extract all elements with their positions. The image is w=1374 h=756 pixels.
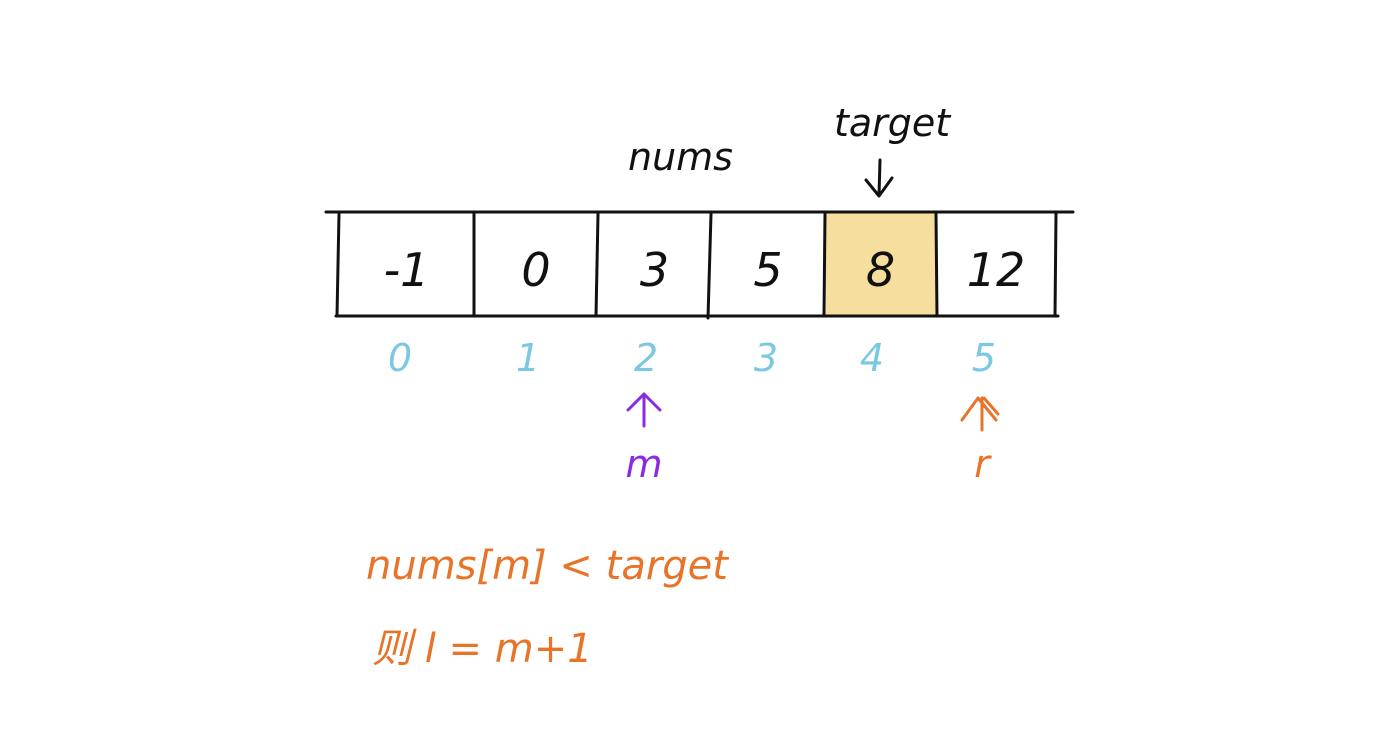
index-label: 3 [753, 336, 779, 380]
cell-value: 12 [966, 243, 1026, 297]
array-divider-3 [706, 212, 713, 320]
m-pointer-label: m [625, 442, 663, 486]
index-label: 0 [387, 336, 413, 380]
array-divider-4 [822, 212, 827, 318]
target-arrow [864, 158, 894, 198]
highlight-cell-bg [826, 213, 936, 315]
r-pointer-label: r [974, 442, 990, 486]
array-divider-0 [335, 212, 341, 318]
cell-value: 3 [639, 243, 670, 297]
cell-value-target: 8 [865, 243, 896, 297]
r-pointer-arrow [960, 396, 1000, 432]
cell-value: 0 [521, 243, 551, 297]
target-label: target [834, 101, 951, 145]
array-title: nums [628, 135, 733, 179]
condition-note: nums[m] < target [366, 543, 728, 589]
array-divider-6 [1053, 212, 1058, 318]
m-pointer-arrow [626, 392, 662, 428]
array-divider-2 [594, 212, 600, 318]
cell-value: 5 [753, 243, 783, 297]
index-label: 4 [859, 336, 885, 380]
index-label: 2 [633, 336, 659, 380]
array-divider-5 [934, 212, 939, 318]
index-label: 5 [971, 336, 997, 380]
index-label: 1 [515, 336, 541, 380]
cell-value: -1 [383, 243, 430, 297]
update-note: 则 l = m+1 [372, 626, 593, 672]
